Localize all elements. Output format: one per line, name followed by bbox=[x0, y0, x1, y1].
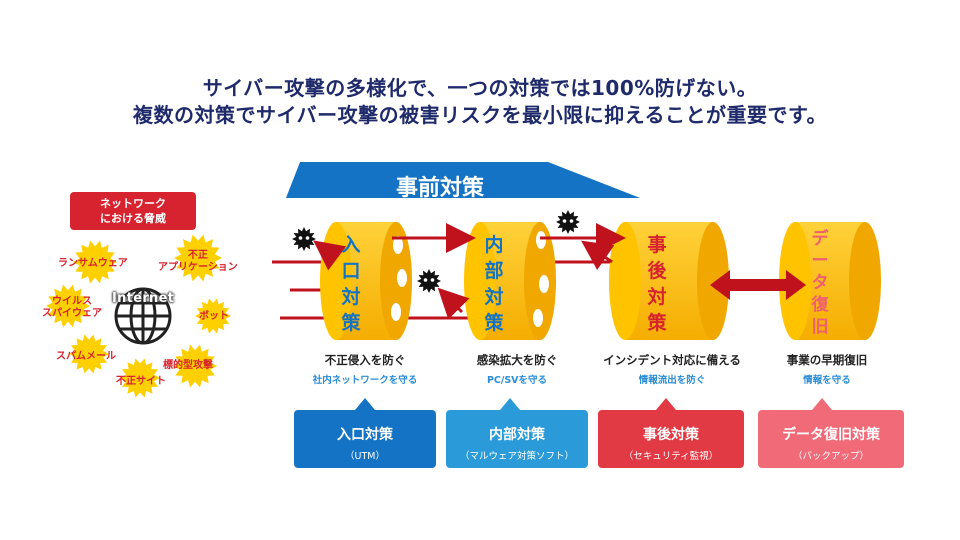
caption-entry: 不正侵入を防ぐ bbox=[324, 353, 406, 367]
cylinder-post bbox=[609, 222, 729, 340]
card-recovery-sub: （バックアップ） bbox=[792, 451, 869, 462]
threat-burst-icon bbox=[195, 298, 231, 334]
cylinder-recovery-label: デ ー タ 復 旧 bbox=[811, 229, 829, 337]
subcaption-internal: PC/SVを守る bbox=[486, 375, 548, 386]
card-internal-sub: （マルウェア対策ソフト） bbox=[459, 451, 574, 462]
restore-double-arrow bbox=[710, 270, 806, 300]
cylinder-entry bbox=[320, 222, 412, 340]
threat-illegal-site: 不正サイト bbox=[116, 376, 166, 387]
threat-targeted-attack: 標的型攻撃 bbox=[163, 360, 213, 371]
attack-arrows bbox=[313, 223, 626, 320]
card-post-title: 事後対策 bbox=[643, 427, 699, 443]
threat-title: ネットワーク における脅威 bbox=[100, 197, 166, 225]
caption-internal: 感染拡大を防ぐ bbox=[476, 353, 558, 367]
cylinder-internal bbox=[464, 222, 556, 340]
card-entry: 入口対策 （UTM） bbox=[294, 410, 436, 468]
threat-burst-icon bbox=[174, 234, 222, 282]
card-notch-4 bbox=[812, 398, 832, 410]
threat-virus-spyware: ウイルス スパイウェア bbox=[42, 296, 102, 319]
threat-spam-mail: スパムメール bbox=[56, 351, 116, 362]
subcaption-recovery: 情報を守る bbox=[803, 375, 851, 386]
threat-bot: ボット bbox=[199, 311, 229, 322]
pre-measures-banner bbox=[286, 162, 640, 198]
caption-recovery: 事業の早期復旧 bbox=[786, 353, 868, 367]
card-recovery-title: データ復旧対策 bbox=[782, 427, 880, 443]
threat-ransomware: ランサムウェア bbox=[58, 258, 128, 269]
caption-post: インシデント対応に備える bbox=[603, 353, 741, 367]
virus-icon bbox=[417, 269, 441, 293]
card-notch-1 bbox=[355, 398, 375, 410]
threat-burst-icon bbox=[46, 284, 90, 328]
subcaption-post: 情報流出を防ぐ bbox=[638, 375, 706, 386]
card-notch-2 bbox=[500, 398, 520, 410]
threat-burst-icon bbox=[173, 344, 217, 388]
card-internal-title: 内部対策 bbox=[489, 427, 545, 443]
card-post-sub: （セキュリティ監視） bbox=[623, 451, 719, 462]
cylinder-entry-label: 入 口 対 策 bbox=[341, 234, 361, 334]
pre-measures-label: 事前対策 bbox=[395, 176, 484, 201]
cylinder-post-label: 事 後 対 策 bbox=[647, 234, 667, 334]
card-entry-title: 入口対策 bbox=[337, 427, 393, 443]
virus-icon bbox=[292, 227, 316, 251]
internet-globe-icon bbox=[114, 287, 172, 345]
card-recovery: データ復旧対策 （バックアップ） bbox=[758, 410, 904, 468]
headline-line-2: 複数の対策でサイバー攻撃の被害リスクを最小限に抑えることが重要です。 bbox=[133, 103, 827, 127]
threat-illegal-app: 不正 アプリケーション bbox=[158, 250, 238, 273]
card-notch-3 bbox=[656, 398, 676, 410]
virus-icon bbox=[556, 210, 580, 234]
cylinder-internal-label: 内 部 対 策 bbox=[484, 234, 504, 334]
threat-bursts bbox=[46, 234, 231, 398]
card-entry-sub: （UTM） bbox=[345, 451, 385, 462]
internet-label: Internet bbox=[112, 291, 175, 306]
subcaption-entry: 社内ネットワークを守る bbox=[312, 375, 418, 386]
card-post: 事後対策 （セキュリティ監視） bbox=[598, 410, 744, 468]
threat-burst-icon bbox=[120, 358, 160, 398]
card-internal: 内部対策 （マルウェア対策ソフト） bbox=[446, 410, 588, 468]
headline-line-1: サイバー攻撃の多様化で、一つの対策では100%防げない。 bbox=[202, 76, 758, 100]
threat-burst-icon bbox=[73, 240, 117, 284]
threat-burst-icon bbox=[69, 334, 109, 374]
virus-icon bbox=[292, 210, 580, 293]
threat-title-badge: ネットワーク における脅威 bbox=[70, 192, 196, 230]
cylinder-recovery bbox=[779, 222, 881, 340]
